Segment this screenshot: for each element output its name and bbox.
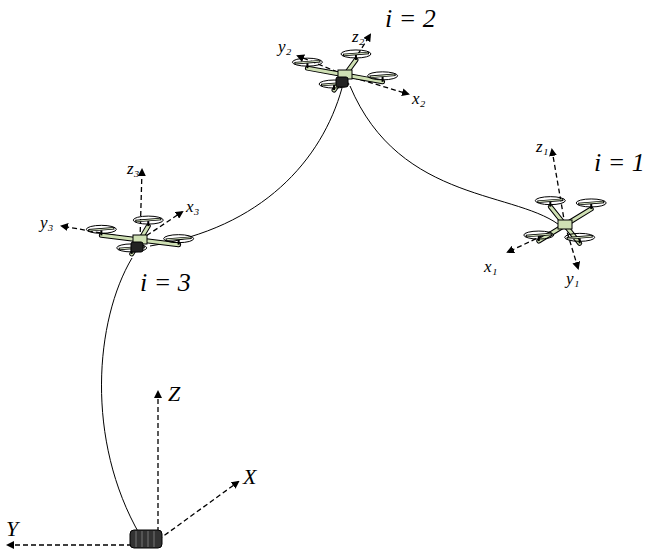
label-holder: z₂ — [352, 28, 365, 46]
label-holder: z₃ — [127, 160, 140, 178]
axis-label: x₁ — [484, 257, 497, 276]
label-holder: i = 1 — [594, 150, 645, 176]
label-holder: Y — [6, 518, 18, 540]
label-holder: Z — [168, 383, 180, 405]
label-holder: x₃ — [186, 198, 199, 216]
axis-label: y₃ — [40, 213, 53, 232]
drone-index: i = 1 — [594, 148, 645, 177]
drone-index: i = 3 — [140, 268, 191, 297]
label-holder: y₁ — [566, 270, 579, 288]
label-holder: i = 2 — [385, 6, 436, 32]
axes — [8, 35, 578, 545]
axis-label: x₃ — [186, 197, 199, 216]
world-axis-label: X — [243, 464, 256, 489]
label-holder: y₃ — [40, 214, 53, 232]
label-holder: y₂ — [278, 38, 291, 56]
quadrotor — [86, 216, 193, 254]
winch — [130, 530, 162, 548]
axis-label: z₃ — [127, 159, 140, 178]
label-holder: i = 3 — [140, 270, 191, 296]
label-holder: X — [243, 466, 256, 488]
axis-label: x₂ — [412, 89, 425, 108]
world-axis-label: Y — [6, 516, 18, 541]
label-holder: x₁ — [484, 258, 497, 276]
label-holder: x₂ — [412, 90, 425, 108]
axis-label: y₁ — [566, 269, 579, 288]
label-holder: z₁ — [536, 138, 549, 156]
world-axis-label: Z — [168, 381, 180, 406]
axis-label: y₂ — [278, 37, 291, 56]
drone-index: i = 2 — [385, 4, 436, 33]
tether — [101, 86, 563, 535]
axis-label: z₂ — [352, 27, 365, 46]
axis-label: z₁ — [536, 137, 549, 156]
quadrotor — [524, 197, 606, 244]
quadrotor — [292, 50, 397, 90]
